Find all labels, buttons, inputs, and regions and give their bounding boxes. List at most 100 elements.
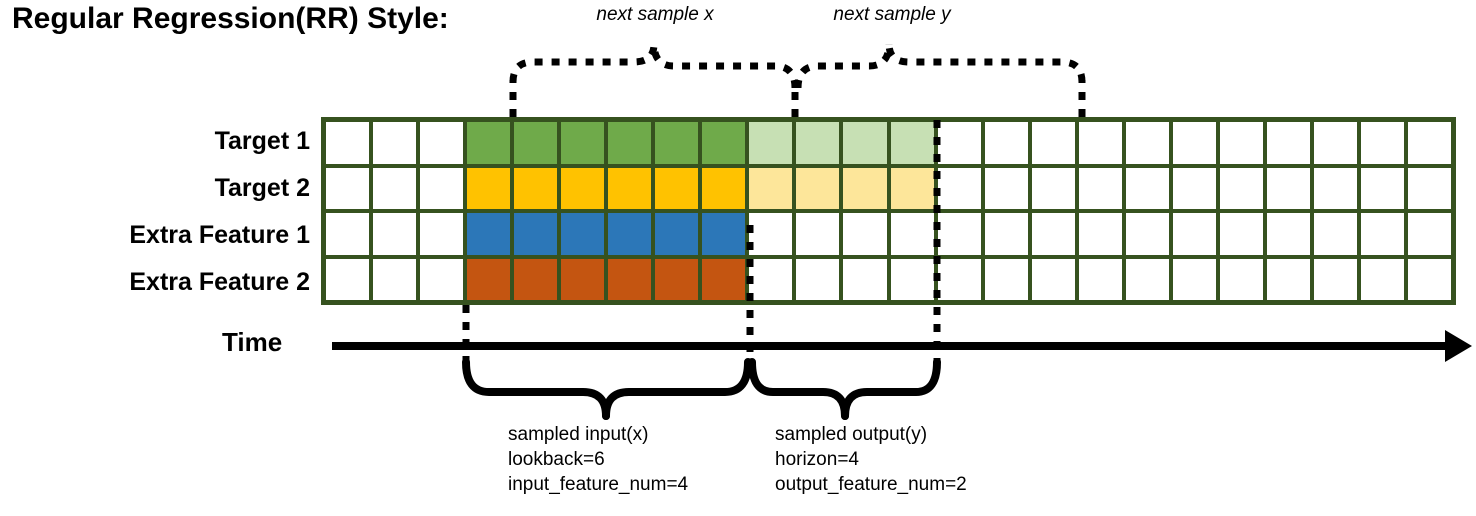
grid-cell (984, 122, 1028, 164)
grid-cell (561, 258, 605, 300)
grid-cell (749, 258, 793, 300)
grid-cell (984, 167, 1028, 209)
grid-cell (561, 167, 605, 209)
grid-cell (326, 258, 370, 300)
grid-cell (890, 258, 934, 300)
grid-cell (467, 213, 511, 255)
grid-cell (1219, 122, 1263, 164)
grid-cell (373, 258, 417, 300)
grid-cell (514, 122, 558, 164)
grid-cell (1078, 122, 1122, 164)
grid-cell (326, 213, 370, 255)
timeseries-grid (321, 117, 1456, 305)
row-label-group: Target 1 Target 2 Extra Feature 1 Extra … (0, 117, 310, 307)
grid-cell (1125, 258, 1169, 300)
grid-cell (1172, 258, 1216, 300)
grid-cell (467, 122, 511, 164)
grid-cell (1360, 258, 1404, 300)
grid-cell (1407, 167, 1451, 209)
grid-cell (1078, 213, 1122, 255)
grid-cell (843, 167, 887, 209)
grid-cell (326, 167, 370, 209)
grid-cell (1360, 122, 1404, 164)
grid-cell (1360, 167, 1404, 209)
grid-cell (1219, 167, 1263, 209)
grid-cell (796, 258, 840, 300)
grid-cell (890, 167, 934, 209)
grid-cell (890, 213, 934, 255)
row-label-extra-feature-2: Extra Feature 2 (129, 268, 310, 296)
grid-cell (796, 122, 840, 164)
grid-cell (373, 167, 417, 209)
grid-cell (1407, 122, 1451, 164)
grid-cell (1313, 122, 1357, 164)
grid-cell (467, 258, 511, 300)
grid-cell (749, 167, 793, 209)
grid-cell (796, 213, 840, 255)
time-axis-arrow (332, 330, 1472, 362)
grid-cell (655, 122, 699, 164)
grid-cell (420, 213, 464, 255)
sampled-output-line-3: output_feature_num=2 (775, 474, 967, 496)
row-label-extra-feature-1: Extra Feature 1 (129, 221, 310, 249)
grid-cell (1125, 167, 1169, 209)
grid-cell (1360, 213, 1404, 255)
grid-cell (1266, 213, 1310, 255)
grid-cell (608, 258, 652, 300)
grid-cell (608, 213, 652, 255)
grid-cell (937, 122, 981, 164)
grid-cell (1219, 213, 1263, 255)
grid-cell (326, 122, 370, 164)
grid-cell (373, 122, 417, 164)
grid-cell (561, 213, 605, 255)
grid-cell (1407, 213, 1451, 255)
grid-cell (608, 122, 652, 164)
grid-cell (1125, 122, 1169, 164)
grid-cell (749, 122, 793, 164)
grid-cell (420, 167, 464, 209)
grid-cell (1172, 122, 1216, 164)
grid-cell (702, 167, 746, 209)
grid-cell (514, 213, 558, 255)
grid-cell (655, 167, 699, 209)
grid-cell (1031, 167, 1075, 209)
grid-cell (984, 213, 1028, 255)
sampled-output-line-2: horizon=4 (775, 449, 859, 471)
grid-cell (1031, 258, 1075, 300)
grid-cell (843, 122, 887, 164)
sampled-input-note: sampled input(x) lookback=6 input_featur… (508, 422, 688, 497)
next-sample-y-label: next sample y (833, 4, 951, 25)
grid-cell (1407, 258, 1451, 300)
grid-cell (420, 122, 464, 164)
grid-cell (1313, 258, 1357, 300)
grid-cell (467, 167, 511, 209)
grid-cell (420, 258, 464, 300)
sampled-output-note: sampled output(y) horizon=4 output_featu… (775, 422, 967, 497)
grid-cell (702, 122, 746, 164)
row-label-target-1: Target 1 (214, 127, 310, 155)
grid-cell (1172, 213, 1216, 255)
grid-cell (1125, 213, 1169, 255)
grid-cell (655, 213, 699, 255)
grid-cell (843, 213, 887, 255)
grid-cell (702, 213, 746, 255)
grid-cell (843, 258, 887, 300)
grid-cell (1172, 167, 1216, 209)
grid-cell (1266, 167, 1310, 209)
grid-cell (608, 167, 652, 209)
grid-cell (1266, 122, 1310, 164)
next-sample-x-label: next sample x (596, 4, 714, 25)
time-axis-label: Time (222, 327, 283, 357)
grid-cell (1266, 258, 1310, 300)
sampled-input-line-1: sampled input(x) (508, 424, 649, 445)
grid-cell (514, 258, 558, 300)
grid-cell (514, 167, 558, 209)
row-label-target-2: Target 2 (214, 174, 310, 202)
grid-cell (1031, 213, 1075, 255)
grid-cell (749, 213, 793, 255)
grid-cell (373, 213, 417, 255)
grid-cell (1313, 167, 1357, 209)
grid-cell (1031, 122, 1075, 164)
grid-cell (937, 213, 981, 255)
